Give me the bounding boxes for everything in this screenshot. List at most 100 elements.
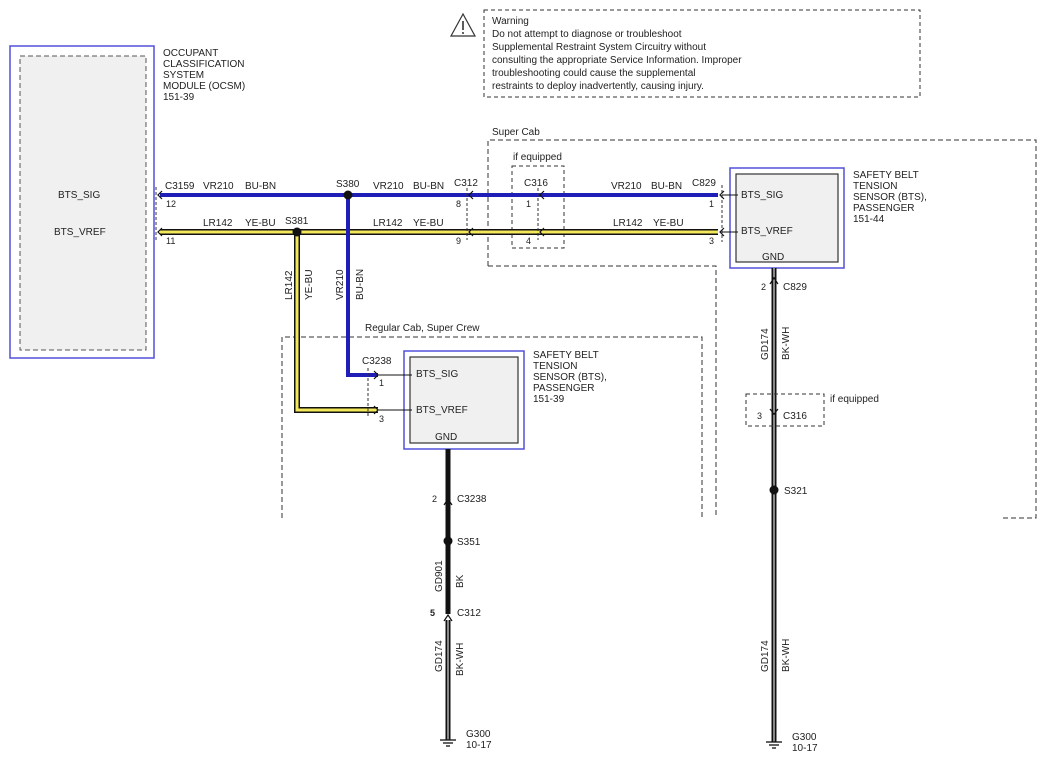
ocsm-pin-bts-sig: BTS_SIG <box>58 190 100 201</box>
wire-label-ye-bu-v: YE-BU <box>304 269 315 300</box>
bts-regular-name-5: 151-39 <box>533 394 565 405</box>
connector-c316-top: C316 1 4 <box>524 178 548 246</box>
wire-label-bu-bn-b: BU-BN <box>413 181 444 192</box>
ocsm-pin-bts-vref: BTS_VREF <box>54 227 106 238</box>
splice-s380 <box>343 190 353 200</box>
bts-regular-name-1: SAFETY BELT <box>533 350 599 361</box>
wire-gd174-left: GD174 BK-WH <box>434 620 466 740</box>
s321-label: S321 <box>784 486 808 497</box>
wire-label-bu-bn-c: BU-BN <box>651 181 682 192</box>
warning-line-5: restraints to deploy inadvertently, caus… <box>492 81 704 92</box>
connector-c829: C829 1 3 <box>692 178 725 246</box>
c829-pin-2: 2 <box>761 282 766 292</box>
wire-label-lr142-c: LR142 <box>613 218 643 229</box>
c3238-label: C3238 <box>362 356 392 367</box>
wire-label-ye-bu-c: YE-BU <box>653 218 684 229</box>
bts-super-name-2: TENSION <box>853 181 897 192</box>
c312-pin-5: 5 <box>430 608 435 618</box>
wire-label-gd174-r2: GD174 <box>760 640 771 672</box>
bts-regular-pin-sig: BTS_SIG <box>416 369 458 380</box>
warning-title: Warning <box>492 16 529 27</box>
wire-label-gd901: GD901 <box>434 560 445 592</box>
warning-box: Warning Do not attempt to diagnose or tr… <box>449 9 921 98</box>
ocsm-name-2: CLASSIFICATION <box>163 59 245 70</box>
wire-label-bk-wh-r1: BK-WH <box>781 327 792 360</box>
wire-label-ye-bu-a: YE-BU <box>245 218 276 229</box>
c829-label-gnd: C829 <box>783 282 807 293</box>
bts-regular-pin-gnd: GND <box>435 432 457 443</box>
super-cab-label: Super Cab <box>492 127 540 138</box>
bts-regular-pin-vref: BTS_VREF <box>416 405 468 416</box>
c316-pin-3: 3 <box>757 411 762 421</box>
warning-line-4: troubleshooting could cause the suppleme… <box>492 68 695 79</box>
wire-label-bu-bn-a: BU-BN <box>245 181 276 192</box>
ocsm-name-3: SYSTEM <box>163 70 204 81</box>
wire-label-lr142-v: LR142 <box>284 270 295 300</box>
c3238-pin-1: 1 <box>379 378 384 388</box>
c312-pin-8: 8 <box>456 199 461 209</box>
c312-label-top: C312 <box>454 178 478 189</box>
wire-label-bk-wh-r2: BK-WH <box>781 639 792 672</box>
bts-regular-module: BTS_SIG BTS_VREF GND SAFETY BELT TENSION… <box>403 350 607 450</box>
connector-c316-bottom: 3 C316 if equipped <box>745 393 879 427</box>
wire-gd174-right: 2 C829 GD174 BK-WH GD174 BK-WH <box>760 268 807 742</box>
ocsm-name-4: MODULE (OCSM) <box>163 81 245 92</box>
s351-label: S351 <box>457 537 481 548</box>
bts-super-pin-vref: BTS_VREF <box>741 226 793 237</box>
c3159-label: C3159 <box>165 181 195 192</box>
warning-icon <box>449 12 477 37</box>
connector-c3159: C3159 12 11 <box>155 181 195 246</box>
c829-pin-1: 1 <box>709 199 714 209</box>
splice-s321 <box>769 485 779 495</box>
connector-c312-bottom: 5 C312 <box>430 608 481 622</box>
bts-super-module: BTS_SIG BTS_VREF GND SAFETY BELT TENSION… <box>722 167 927 269</box>
bts-regular-name-3: SENSOR (BTS), <box>533 372 607 383</box>
c316-label-top: C316 <box>524 178 548 189</box>
bts-super-name-3: SENSOR (BTS), <box>853 192 927 203</box>
c316-label-bottom: C316 <box>783 411 807 422</box>
super-cab-region: Super Cab <box>487 127 1037 519</box>
splice-s381 <box>292 227 302 237</box>
regular-cab-label: Regular Cab, Super Crew <box>365 323 480 334</box>
c3159-pin-11: 11 <box>166 236 175 246</box>
ocsm-module: BTS_SIG BTS_VREF OCCUPANT CLASSIFICATION… <box>9 45 245 359</box>
wire-label-gd174-r1: GD174 <box>760 328 771 360</box>
ground-icon-left <box>440 739 456 747</box>
ground-right-ref: 10-17 <box>792 743 818 754</box>
wire-label-vr210-c: VR210 <box>611 181 642 192</box>
warning-line-2: Supplemental Restraint System Circuitry … <box>492 42 706 53</box>
wire-label-bk: BK <box>455 574 466 588</box>
wire-label-vr210-a: VR210 <box>203 181 234 192</box>
ocsm-name-1: OCCUPANT <box>163 48 218 59</box>
wire-label-bk-wh-l: BK-WH <box>455 643 466 676</box>
wire-label-bu-bn-v: BU-BN <box>355 269 366 300</box>
ground-icon-right <box>766 741 782 749</box>
bts-super-pin-gnd: GND <box>762 252 784 263</box>
c3238-label-gnd: C3238 <box>457 494 487 505</box>
wire-label-gd174-l: GD174 <box>434 640 445 672</box>
wire-gd901: 2 C3238 GD901 BK <box>432 449 487 614</box>
c312-pin-9: 9 <box>456 236 461 246</box>
warning-line-3: consulting the appropriate Service Infor… <box>492 55 742 66</box>
wire-label-ye-bu-b: YE-BU <box>413 218 444 229</box>
ground-right-name: G300 <box>792 732 817 743</box>
ground-left-ref: 10-17 <box>466 740 492 751</box>
s380-label: S380 <box>336 179 360 190</box>
bts-super-name-5: 151-44 <box>853 214 885 225</box>
warning-line-1: Do not attempt to diagnose or troublesho… <box>492 29 682 40</box>
c312-label-bottom: C312 <box>457 608 481 619</box>
c316-pin-4: 4 <box>526 236 531 246</box>
regular-cab-region: Regular Cab, Super Crew <box>281 323 703 518</box>
wire-lr142-branch <box>294 232 378 413</box>
bts-super-name-4: PASSENGER <box>853 203 915 214</box>
connector-c3238: C3238 1 3 <box>362 356 412 424</box>
c3159-pin-12: 12 <box>166 199 176 209</box>
c3238-pin-2: 2 <box>432 494 437 504</box>
wire-label-lr142-a: LR142 <box>203 218 233 229</box>
c3238-pin-3: 3 <box>379 414 384 424</box>
c316-optional-box: if equipped <box>511 152 565 249</box>
wire-label-vr210-b: VR210 <box>373 181 404 192</box>
if-equipped-bottom: if equipped <box>830 394 879 405</box>
wire-label-vr210-v: VR210 <box>335 269 346 300</box>
